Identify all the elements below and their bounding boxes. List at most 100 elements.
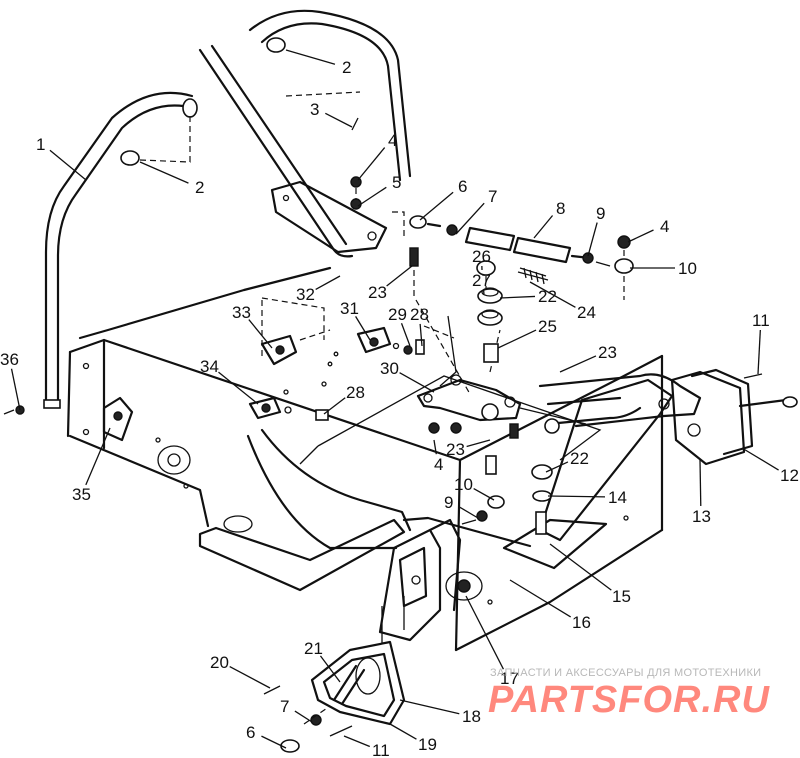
leader-line-c15 [549, 543, 612, 591]
callout-label-c22b: 22 [570, 449, 589, 468]
leader-line-c2a [285, 49, 336, 65]
callout-label-c4a: 4 [388, 131, 397, 150]
watermark: ЗАПЧАСТИ И АКСЕССУАРЫ ДЛЯ МОТОТЕХНИКИ PA… [488, 667, 770, 721]
leader-line-c3 [325, 112, 353, 128]
callout-label-c23a: 23 [368, 283, 387, 302]
callout-label-c2b: 2 [195, 178, 204, 197]
tie-rod-assembly [392, 211, 634, 300]
callout-label-c16: 16 [572, 613, 591, 632]
callout-label-c18: 18 [462, 707, 481, 726]
callout-label-c26: 26 [472, 247, 491, 266]
callout-label-c4b: 4 [660, 217, 669, 236]
callout-label-c17: 17 [500, 669, 519, 688]
leader-line-c19 [389, 723, 417, 740]
callout-label-c28b: 28 [346, 383, 365, 402]
leader-line-c12 [741, 447, 779, 471]
leader-line-c6a [419, 191, 454, 221]
leader-line-c11b [343, 735, 371, 748]
callout-label-c28a: 28 [410, 305, 429, 324]
leader-line-c21 [319, 655, 341, 683]
callout-label-c10b: 10 [454, 475, 473, 494]
left-bolt [3, 405, 25, 415]
leader-line-c20 [229, 665, 271, 689]
leader-line-c23a [386, 265, 413, 287]
leader-line-c8 [533, 215, 554, 239]
callout-label-c10a: 10 [678, 259, 697, 278]
leader-line-c13 [699, 459, 702, 507]
leader-line-c31 [355, 316, 371, 341]
leader-line-c5 [357, 186, 387, 207]
leader-line-c9a [587, 222, 598, 257]
leader-line-c7a [455, 202, 485, 235]
chassis-frame [66, 266, 664, 652]
leader-line-c23c [466, 439, 491, 448]
callout-label-c35: 35 [72, 485, 91, 504]
leader-line-c4c [433, 439, 437, 455]
leader-line-c22b [545, 461, 569, 473]
leader-line-c9b [458, 506, 479, 519]
leader-line-c34 [218, 371, 259, 405]
callout-label-c7b: 7 [280, 697, 289, 716]
right-handle-bar [198, 9, 412, 258]
callout-label-c20: 20 [210, 653, 229, 672]
callout-label-c4c: 4 [434, 455, 443, 474]
callout-label-c29: 29 [388, 305, 407, 324]
foot-plate [402, 511, 608, 570]
callout-label-c13: 13 [692, 507, 711, 526]
leader-line-c17 [465, 595, 505, 670]
leader-line-c24 [529, 281, 576, 308]
callout-label-c23b: 23 [598, 343, 617, 362]
leader-line-c23b [559, 355, 597, 373]
callout-label-c7a: 7 [488, 187, 497, 206]
callout-label-c15: 15 [612, 587, 631, 606]
callout-label-c27: 27 [472, 271, 491, 290]
callout-label-c33: 33 [232, 303, 251, 322]
leader-line-c4a [357, 147, 386, 181]
watermark-tagline: ЗАПЧАСТИ И АКСЕССУАРЫ ДЛЯ МОТОТЕХНИКИ [490, 667, 761, 679]
callout-label-c24: 24 [577, 303, 596, 322]
leader-line-c35 [85, 427, 111, 486]
leader-lines [10, 49, 779, 749]
callout-label-c9b: 9 [444, 493, 453, 512]
leader-line-c14 [547, 495, 606, 498]
watermark-brand: PARTSFOR.RU [488, 679, 770, 721]
leader-line-c30 [399, 372, 435, 393]
callout-label-c8: 8 [556, 199, 565, 218]
callout-label-c6a: 6 [458, 177, 467, 196]
leader-line-c2b [139, 161, 189, 184]
callout-label-c1: 1 [36, 135, 45, 154]
leader-line-c36 [10, 368, 21, 411]
callout-label-c23c: 23 [446, 440, 465, 459]
front-pedal-assembly [263, 518, 493, 753]
cable-clamps [248, 297, 425, 421]
callout-label-c31: 31 [340, 299, 359, 318]
callout-label-c36: 36 [0, 350, 19, 369]
leader-line-c32 [315, 275, 341, 290]
callout-label-c2a: 2 [342, 58, 351, 77]
leader-line-c29 [400, 323, 411, 347]
leader-line-c10b [473, 488, 495, 501]
callout-label-c11b: 11 [372, 741, 390, 758]
mount-bracket [270, 117, 388, 254]
leader-line-c25 [497, 329, 537, 349]
leader-line-c11a [757, 329, 761, 375]
leader-line-c18 [399, 699, 460, 715]
callout-label-c5: 5 [392, 173, 401, 192]
leader-line-c1 [49, 149, 87, 181]
callout-label-c30: 30 [380, 359, 399, 378]
callout-label-c9a: 9 [596, 204, 605, 223]
callout-label-c25: 25 [538, 317, 557, 336]
callout-label-c14: 14 [608, 488, 627, 507]
left-handle-bar [43, 91, 198, 409]
leader-line-c28b [323, 397, 346, 415]
leader-line-c6b [261, 735, 287, 749]
callout-label-c11a: 11 [752, 311, 770, 330]
leader-line-c7b [294, 710, 313, 723]
callout-label-c22a: 22 [538, 287, 557, 306]
link-pivot [415, 299, 642, 475]
callout-label-c32: 32 [296, 285, 315, 304]
callout-label-c3: 3 [310, 100, 319, 119]
